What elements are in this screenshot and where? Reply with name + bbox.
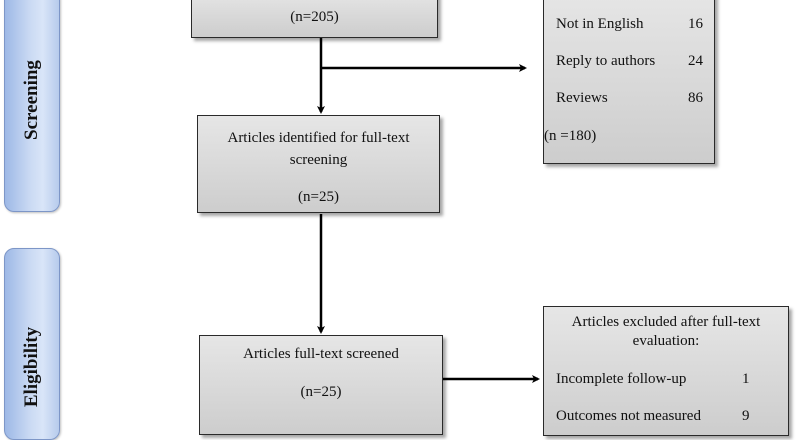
exclusion-value: 24 [688,53,703,69]
excluded-fulltext-title: Articles excluded after full-text [571,314,761,330]
exclusion-value: 1 [742,371,750,387]
fulltext-identified-count: (n=25) [298,189,339,205]
excluded-screening-total: (n =180) [544,128,597,144]
fulltext-identified-box: Articles identified for full-text screen… [197,115,440,213]
fulltext-screened-count: (n=25) [300,384,342,400]
excluded-screening-box: Not in English 16 Reply to authors 24 Re… [543,0,715,164]
excluded-fulltext-title-cont: evaluation: [632,333,700,349]
records-screened-count: (n=205) [290,9,339,25]
phase-screening: Screening [4,0,60,212]
fulltext-screened-title: Articles full-text screened [243,346,399,362]
fulltext-screened-box: Articles full-text screened (n=25) [199,335,443,435]
exclusion-label: Reviews [556,90,608,106]
flow-connectors [317,38,540,383]
exclusion-label: Outcomes not measured [556,408,701,424]
exclusion-label: Reply to authors [556,53,656,69]
excluded-fulltext-box: Articles excluded after full-text evalua… [543,306,789,436]
exclusion-value: 86 [688,90,703,106]
fulltext-identified-title: Articles identified for full-text [227,130,410,146]
exclusion-label: Incomplete follow-up [556,371,687,387]
fulltext-identified-title-cont: screening [289,152,348,168]
exclusion-label: Not in English [556,16,644,32]
phase-eligibility: Eligibility [4,248,60,440]
exclusion-value: 16 [688,16,703,32]
records-screened-box: (n=205) [191,0,438,38]
exclusion-value: 9 [742,408,750,424]
